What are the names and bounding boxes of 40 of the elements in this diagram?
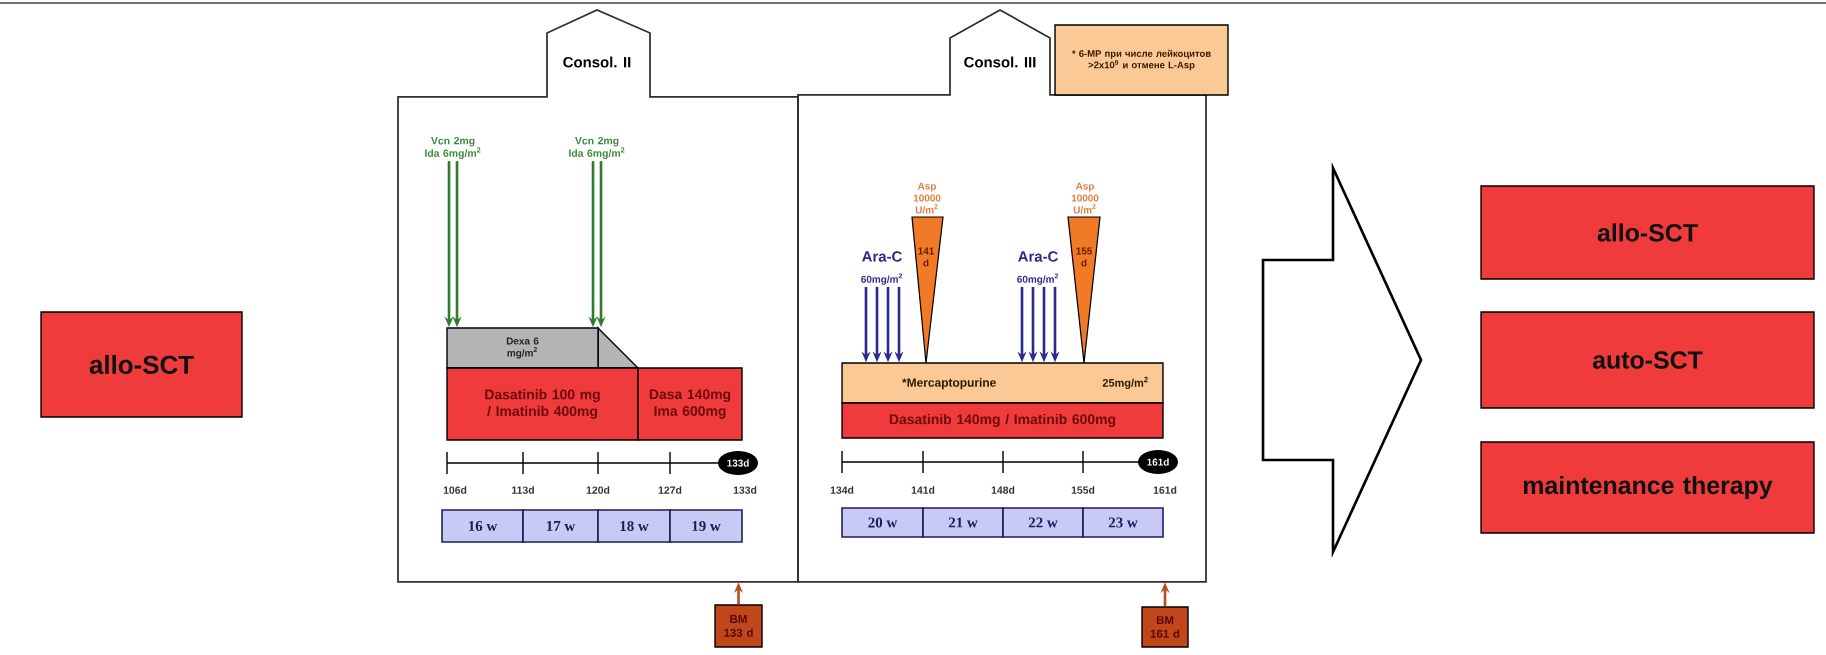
- tick-label: 141d: [911, 486, 935, 494]
- week-cell: 21 w: [922, 507, 1004, 538]
- tick-label: 113d: [512, 486, 534, 494]
- drug-bar: Dasa 140mg Ima 600mg: [637, 367, 743, 441]
- drug-bar: Dasatinib 100 mg / Imatinib 400mg: [446, 367, 639, 441]
- week-cell: 22 w: [1002, 507, 1084, 538]
- block-arrow: [1261, 161, 1423, 559]
- week-cell: 16 w: [441, 509, 524, 543]
- week-cell: 17 w: [522, 509, 599, 543]
- bone-marrow-box: BM 133 d: [714, 604, 763, 648]
- timeline-axis: 133d: [446, 451, 758, 475]
- phase-heading: Consol. III: [964, 56, 1036, 68]
- week-cell: 19 w: [669, 509, 743, 543]
- week-cell: 20 w: [841, 507, 924, 538]
- therapy-box: allo-SCT: [40, 311, 243, 418]
- drug-label: Ara-C 60mg/m$^{2}$: [1017, 251, 1059, 285]
- tick-label: 161d: [1153, 486, 1177, 494]
- drug-label: Vcn 2mg Ida 6mg/m$^{2}$: [569, 136, 625, 159]
- tick-label: 127d: [658, 486, 682, 494]
- therapy-box: maintenance therapy: [1480, 441, 1815, 534]
- therapy-box: allo-SCT: [1480, 185, 1815, 280]
- tick-label: 148d: [991, 486, 1015, 494]
- tick-label: 133d: [733, 486, 757, 494]
- dose-label: Asp 10000 U/m$^{2}$: [1071, 182, 1099, 214]
- dose-label: Asp 10000 U/m$^{2}$: [913, 182, 941, 214]
- timeline-axis: 161d: [841, 450, 1178, 474]
- phase-heading: Consol. II: [563, 56, 631, 68]
- tick-label: 134d: [830, 486, 854, 494]
- week-cell: 18 w: [597, 509, 671, 543]
- week-cell: 23 w: [1082, 507, 1164, 538]
- drug-bar: *Mercaptopurine 25mg/m$^{2}$: [841, 362, 1164, 404]
- tick-label: 106d: [443, 486, 467, 494]
- bone-marrow-box: BM 161 d: [1141, 606, 1189, 648]
- drug-label: Vcn 2mg Ida 6mg/m$^{2}$: [425, 136, 481, 159]
- therapy-box: auto-SCT: [1480, 311, 1815, 409]
- drug-bar: Dasatinib 140mg / Imatinib 600mg: [841, 402, 1164, 439]
- note-box: * 6-MP при числе лейкоцитов >2x10$^{9}$ и отмене L-Asp: [1054, 24, 1229, 96]
- drug-label: Ara-C 60mg/m$^{2}$: [861, 251, 903, 285]
- tick-label: 155d: [1071, 486, 1095, 494]
- tick-label: 120d: [586, 486, 610, 494]
